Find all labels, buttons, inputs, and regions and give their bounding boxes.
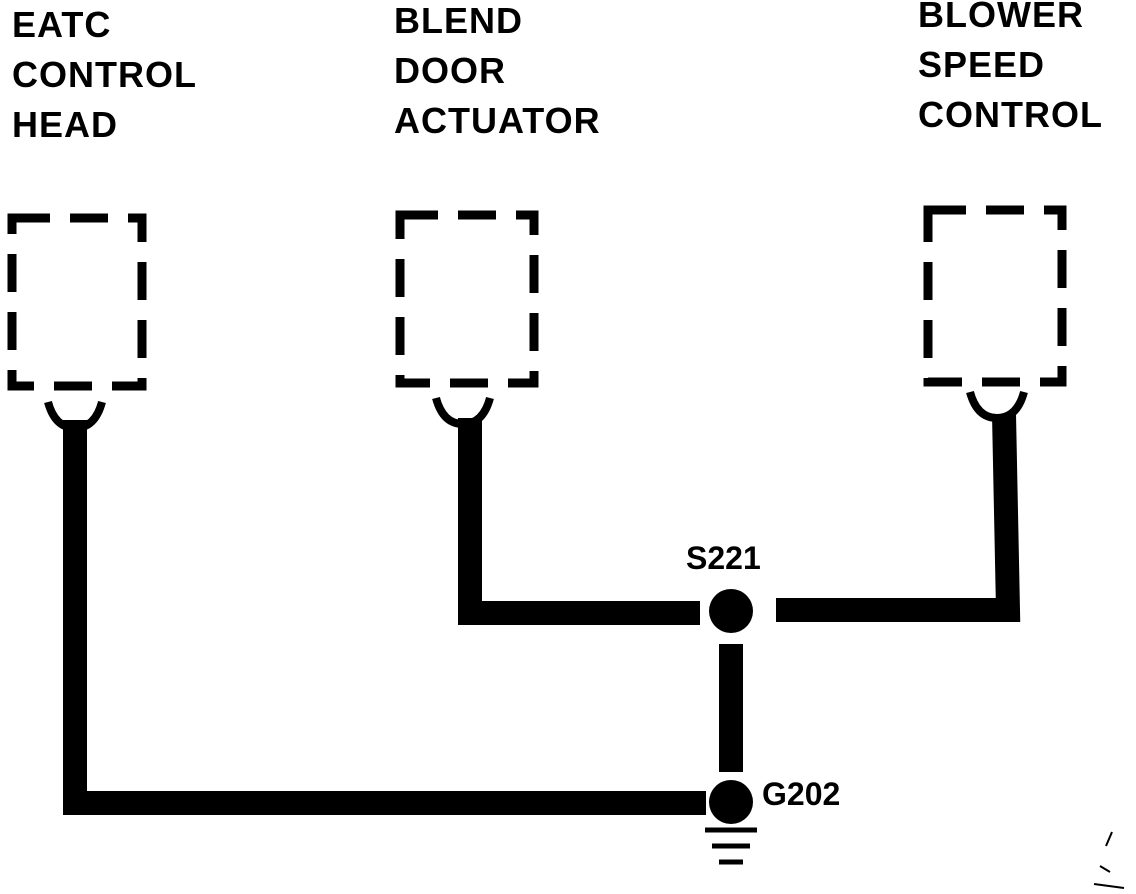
ground-g202-label: G202 — [762, 776, 841, 812]
blend-splice-wire — [458, 418, 700, 625]
splice-s221-dot — [709, 589, 753, 633]
eatc-control-head-box — [7, 213, 147, 391]
ground-g202-dot — [709, 780, 753, 824]
eatc-control-head-label: EATC CONTROL HEAD — [12, 0, 197, 150]
label-line: ACTUATOR — [394, 100, 601, 141]
eatc-ground-wire — [63, 420, 706, 815]
label-line: CONTROL — [918, 94, 1103, 135]
label-line: EATC — [12, 4, 112, 45]
blend-door-actuator-label: BLEND DOOR ACTUATOR — [394, 0, 601, 146]
label-line: BLOWER — [918, 0, 1084, 35]
scan-artifact — [1093, 831, 1125, 889]
blower-speed-control-box — [923, 205, 1067, 387]
label-line: SPEED — [918, 44, 1046, 85]
blower-speed-control-label: BLOWER SPEED CONTROL — [918, 0, 1103, 140]
label-line: HEAD — [12, 104, 119, 145]
blend-door-actuator-box — [395, 210, 539, 388]
label-line: CONTROL — [12, 54, 197, 95]
label-line: BLEND — [394, 0, 523, 41]
label-line: DOOR — [394, 50, 506, 91]
blower-splice-wire — [776, 413, 1021, 622]
splice-s221-label: S221 — [686, 540, 761, 576]
